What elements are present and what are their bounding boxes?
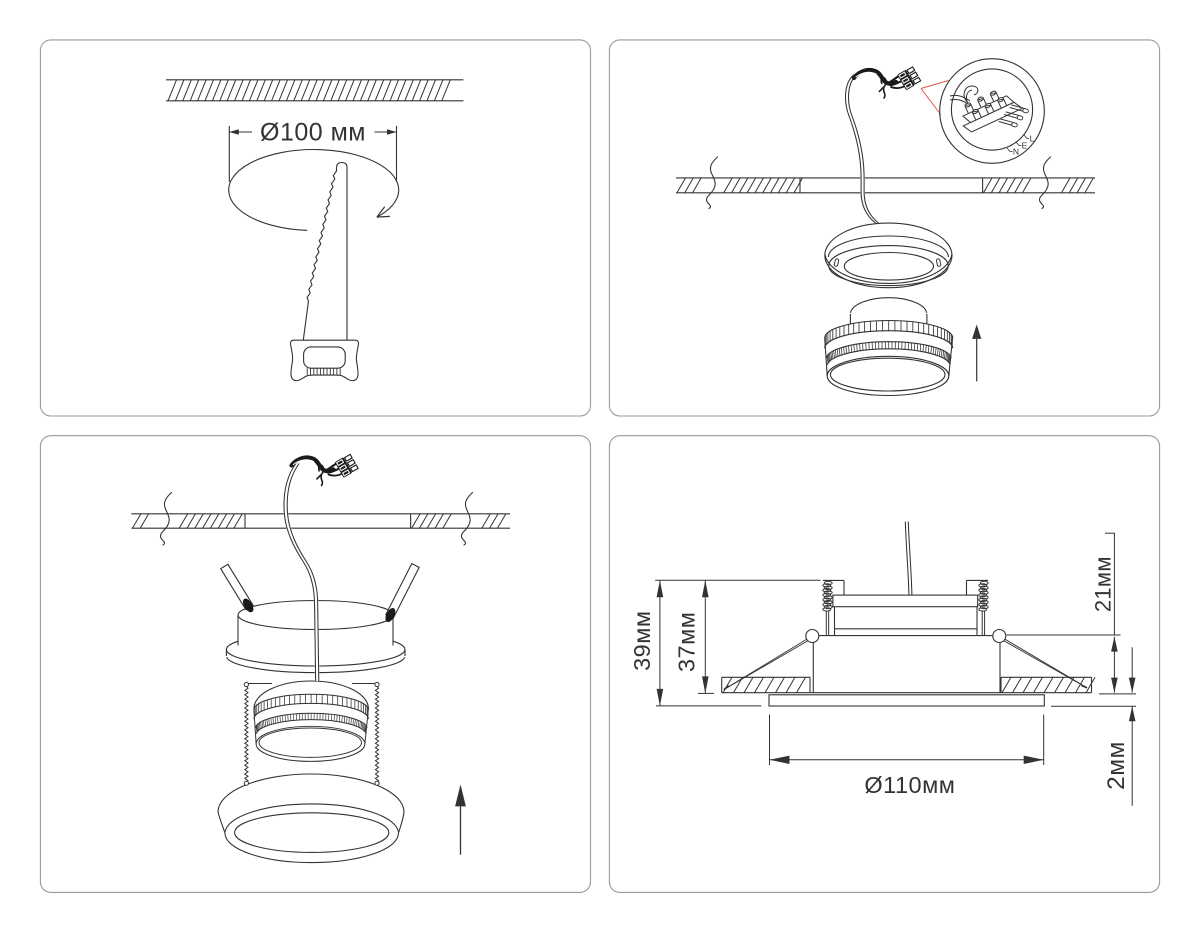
svg-text:Ø110мм: Ø110мм [864, 772, 955, 798]
svg-text:N: N [1013, 147, 1019, 157]
svg-text:39мм: 39мм [629, 610, 655, 670]
svg-text:Ø100 мм: Ø100 мм [260, 119, 366, 147]
svg-text:21мм: 21мм [1091, 556, 1116, 612]
svg-text:37мм: 37мм [674, 612, 700, 672]
svg-text:E: E [1022, 141, 1028, 151]
svg-text:2мм: 2мм [1103, 741, 1130, 790]
svg-text:L: L [1030, 134, 1035, 144]
